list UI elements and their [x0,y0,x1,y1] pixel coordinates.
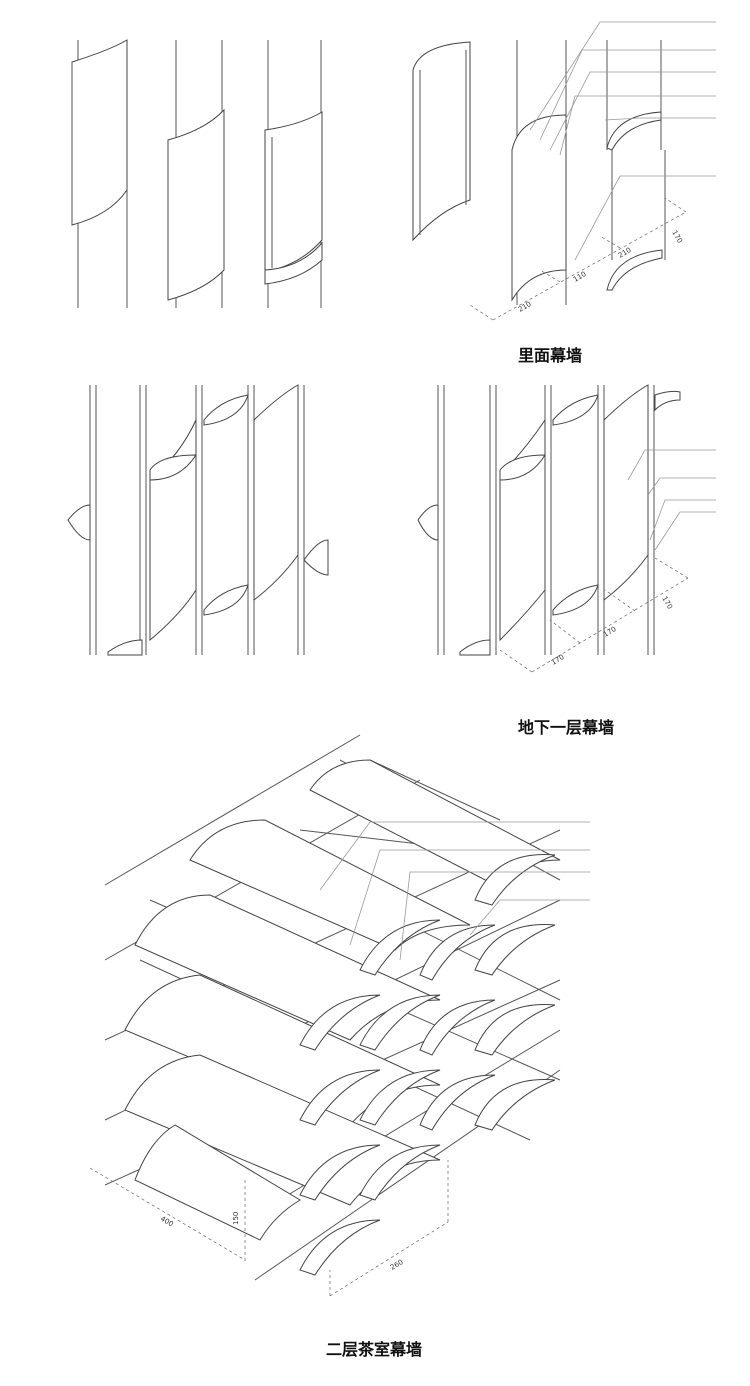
teahouse-dim-height: 150 [232,1212,240,1225]
basement-left-view [67,384,329,656]
teahouse-left-panels [124,759,561,1241]
basement-caption: 地下一层幕墙 [518,718,615,737]
teahouse-dim-width: 400 [159,1215,175,1229]
teahouse-caption: 二层茶室幕墙 [326,1340,423,1359]
basement-curtain-wall: 170 170 170 [67,384,716,673]
facade-step-2 [167,40,225,308]
facade-step-4 [412,41,471,242]
teahouse-dim-depth: 260 [389,1258,405,1272]
facade-step-3 [264,40,323,308]
basement-callout-leaders [627,449,716,551]
facade-step-5 [511,40,666,305]
teahouse-scallop-tiles [299,854,556,1276]
basement-right-view [417,384,681,656]
facade-elevation-sequence: 210 110 210 170 [71,21,716,321]
teahouse-dimension-lines: 400 150 260 [89,1160,449,1297]
teahouse-callout-leaders [319,821,590,961]
facade-caption: 里面幕墙 [518,346,583,365]
facade-step-1 [71,39,128,308]
facade-callout-leaders [529,21,716,261]
